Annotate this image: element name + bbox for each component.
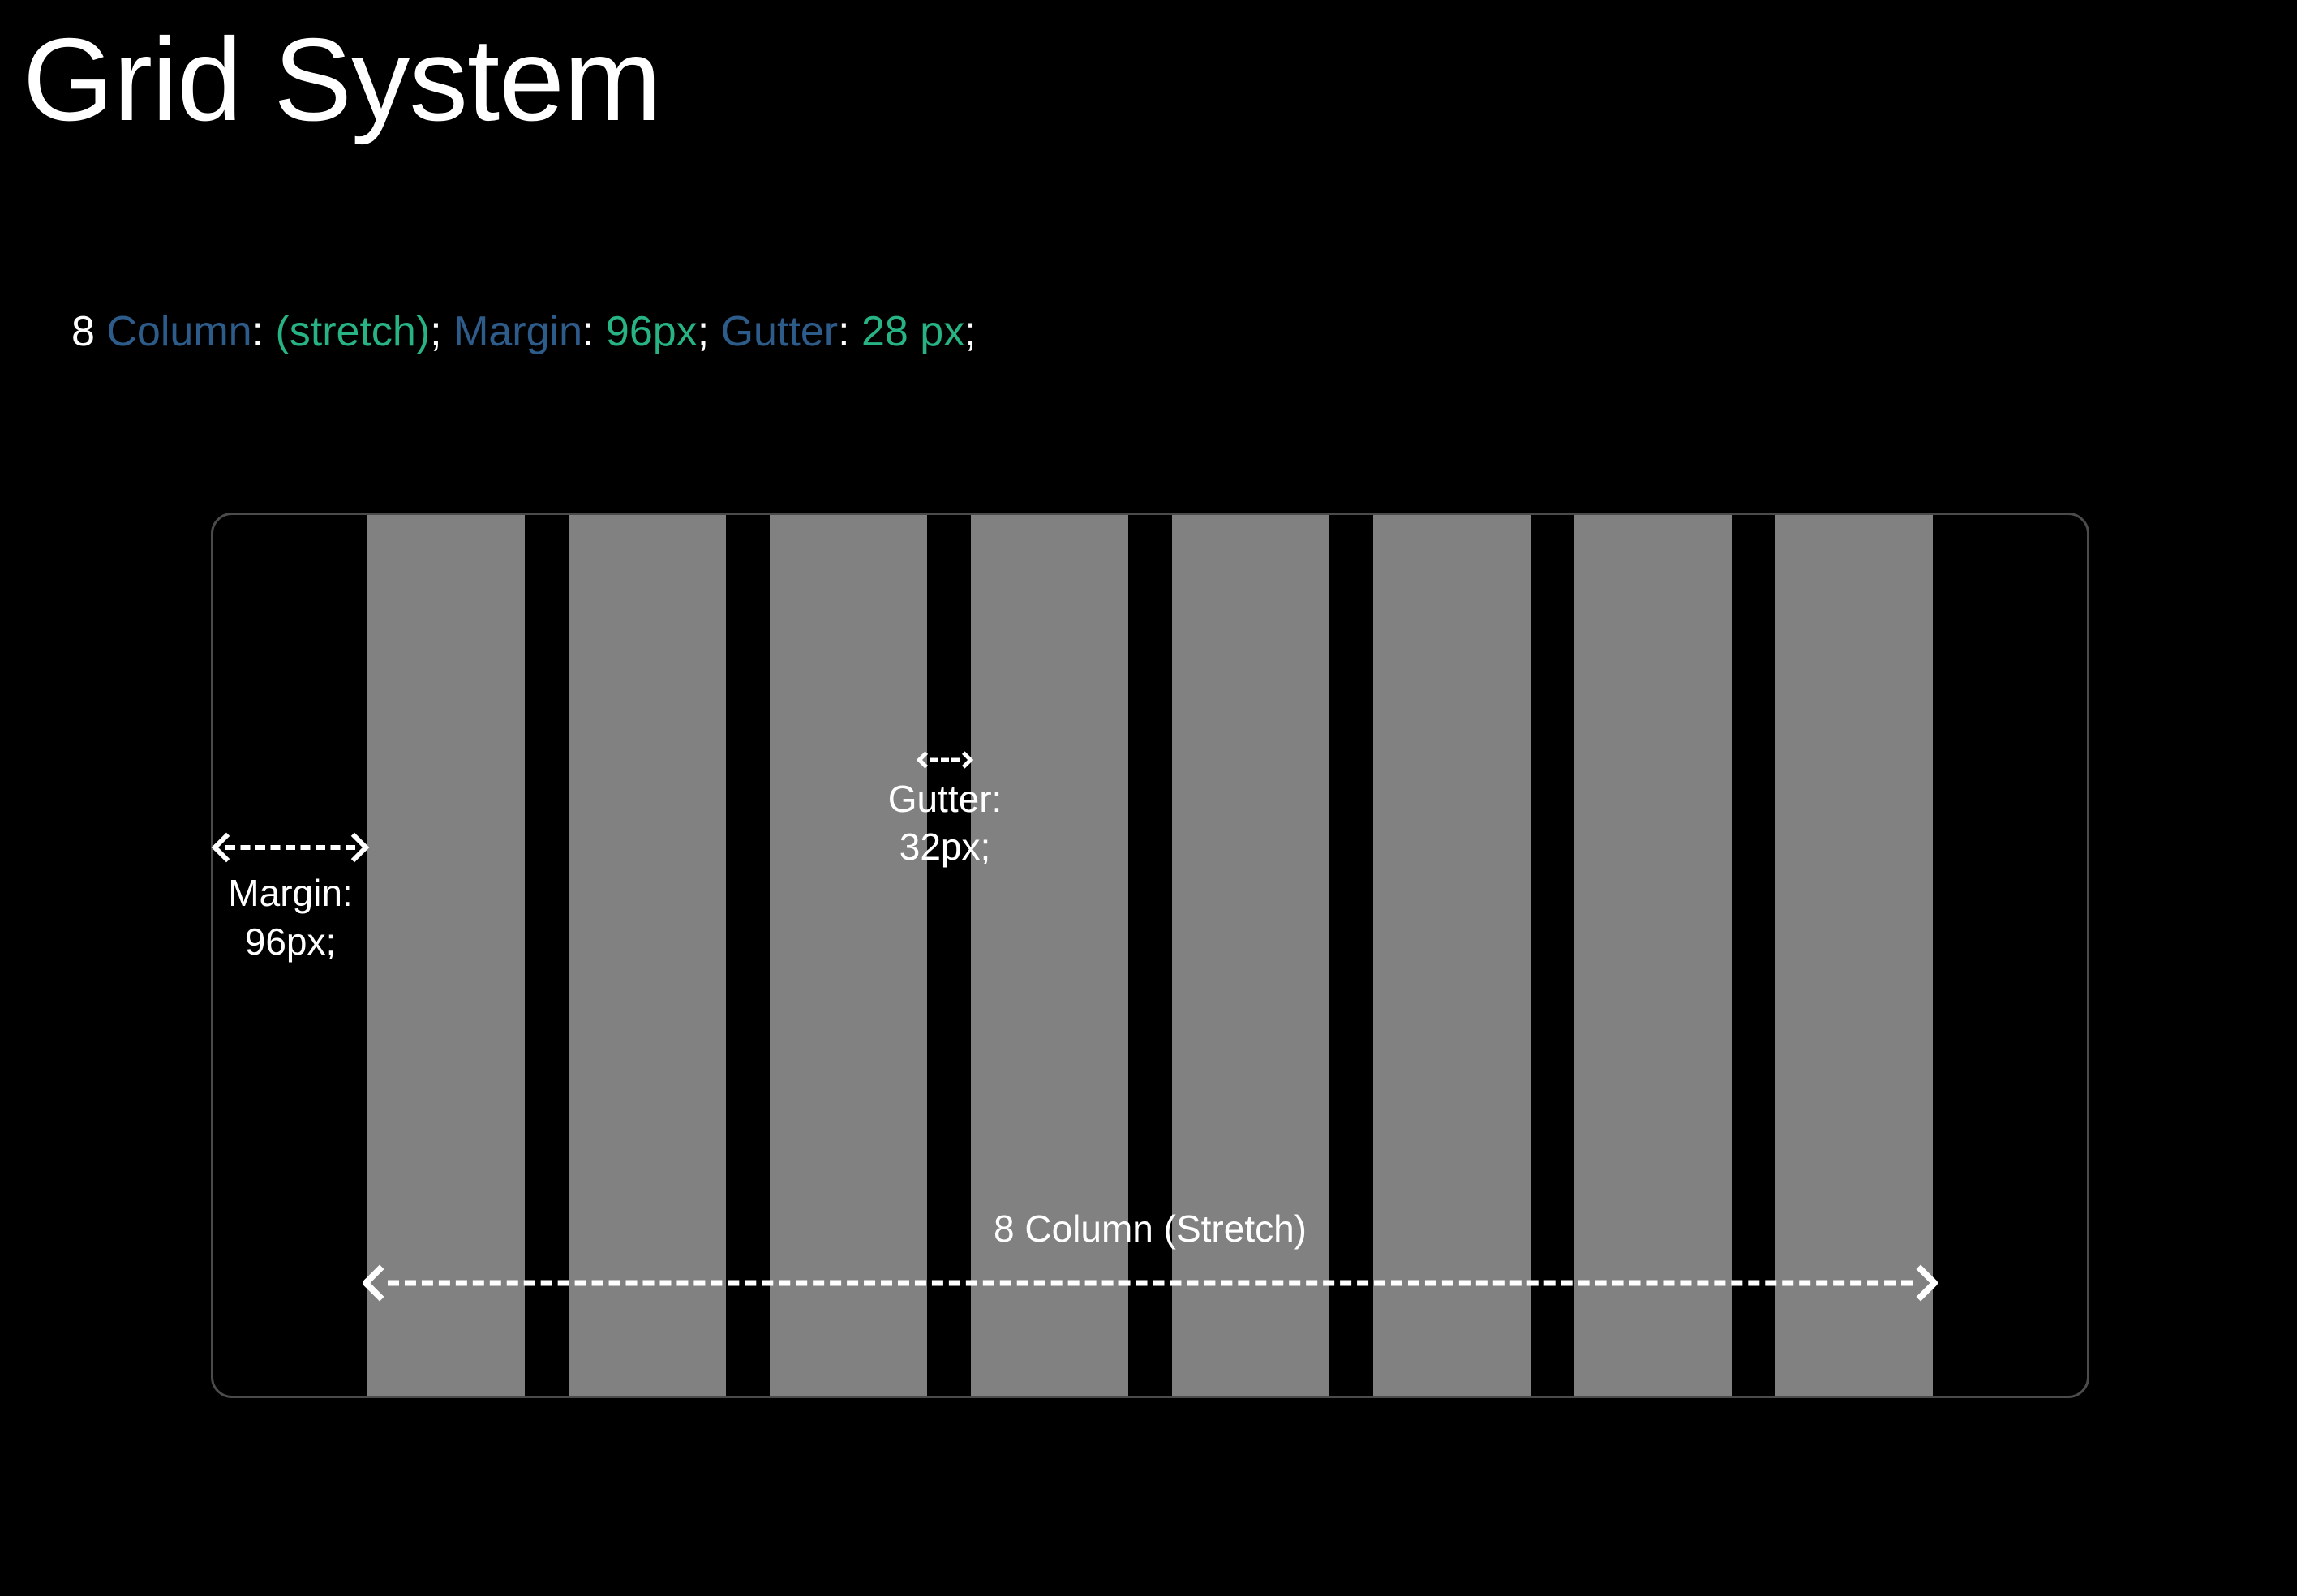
grid-column: [367, 515, 525, 1396]
grid-column: [1373, 515, 1531, 1396]
spec-margin-sep: :: [582, 308, 606, 355]
gutter-label-line-1: Gutter:: [887, 778, 1003, 820]
spec-gutter-label: Gutter: [720, 308, 839, 355]
dashed-line: [930, 757, 960, 762]
spec-sep-1: ;: [430, 308, 454, 355]
chevron-right-icon: [339, 832, 370, 863]
grid-column: [971, 515, 1128, 1396]
spec-margin-value: 96px: [605, 308, 698, 355]
gutter-dimension-arrow-icon: [916, 746, 974, 774]
grid-column: [1172, 515, 1329, 1396]
margin-annotation: Margin: 96px;: [211, 829, 370, 964]
grid-column: [770, 515, 927, 1396]
column-span-label: 8 Column (Stretch): [993, 1208, 1307, 1250]
grid-column: [1775, 515, 1933, 1396]
spec-column-label: Column: [106, 308, 252, 355]
spec-gutter-sep: :: [838, 308, 861, 355]
spec-margin-label: Margin: [453, 308, 583, 355]
spec-space: [95, 308, 106, 355]
gutter-annotation: Gutter: 32px;: [799, 746, 1091, 869]
page-title: Grid System: [23, 14, 662, 145]
spec-gutter-value: 28 px: [861, 308, 965, 355]
spec-column-count: 8: [71, 308, 95, 355]
grid-column: [1574, 515, 1732, 1396]
grid-columns-container: [213, 515, 2087, 1396]
margin-dimension-arrow-icon: [211, 829, 370, 866]
column-span-dimension-arrow-icon: [361, 1259, 1939, 1306]
chevron-right-icon: [955, 751, 974, 769]
grid-spec-line: 8 Column: (stretch); Margin: 96px; Gutte…: [71, 307, 977, 357]
margin-label-line-1: Margin:: [228, 872, 353, 914]
chevron-right-icon: [1902, 1264, 1939, 1302]
spec-sep-2: ;: [697, 308, 721, 355]
grid-preview-card: [211, 513, 2089, 1398]
column-span-annotation: 8 Column (Stretch): [361, 1207, 1939, 1306]
gutter-label-line-2: 32px;: [899, 826, 991, 869]
margin-label-line-2: 96px;: [244, 920, 337, 963]
grid-column: [569, 515, 726, 1396]
dashed-line: [225, 845, 355, 850]
spec-column-sep: :: [251, 308, 276, 355]
dashed-line: [388, 1280, 1913, 1286]
spec-sep-3: ;: [964, 308, 977, 355]
spec-column-value: (stretch): [275, 308, 431, 355]
